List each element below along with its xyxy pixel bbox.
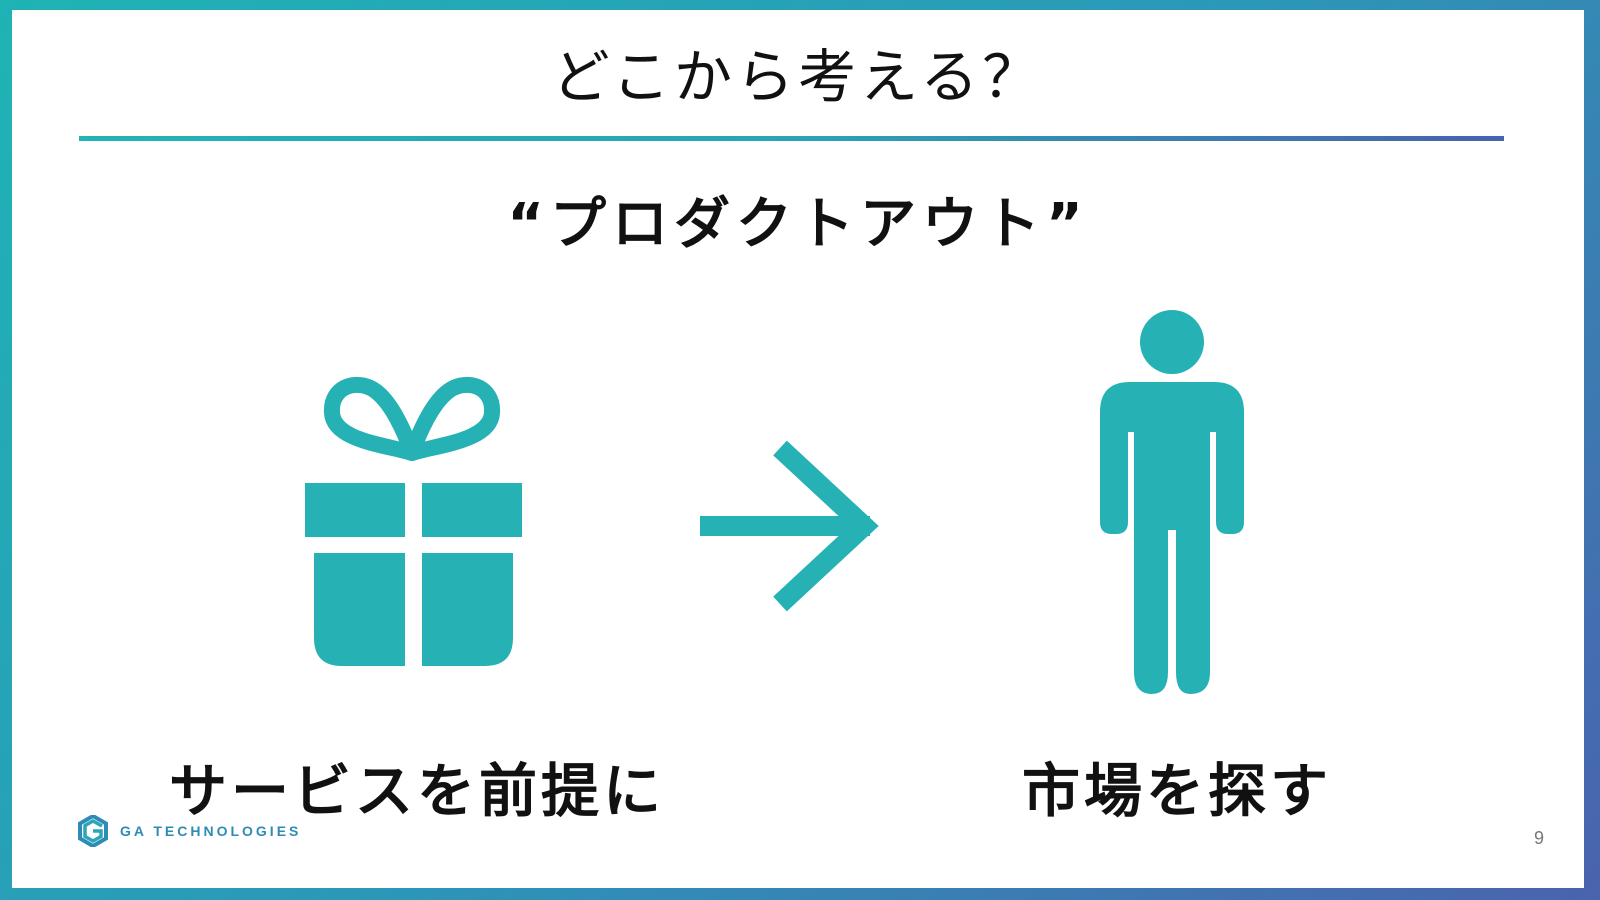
find-market-label: 市場を探す bbox=[1021, 757, 1332, 825]
gift-icon bbox=[305, 376, 522, 666]
slide: どこから考える？ “プロダクトアウト” サービスを前提に 市場を探す bbox=[12, 10, 1584, 888]
page-number: 9 bbox=[1533, 828, 1544, 848]
arrow-right-icon bbox=[700, 440, 879, 612]
logo-text: GA TECHNOLOGIES bbox=[120, 823, 302, 839]
person-icon bbox=[1100, 310, 1244, 694]
title-divider bbox=[79, 136, 1504, 141]
logo-mark-icon bbox=[78, 815, 108, 847]
company-logo: GA TECHNOLOGIES bbox=[78, 815, 301, 847]
service-premise-label: サービスを前提に bbox=[168, 757, 665, 825]
slide-subtitle: “プロダクトアウト” bbox=[507, 192, 1089, 257]
slide-title: どこから考える？ bbox=[551, 43, 1045, 111]
